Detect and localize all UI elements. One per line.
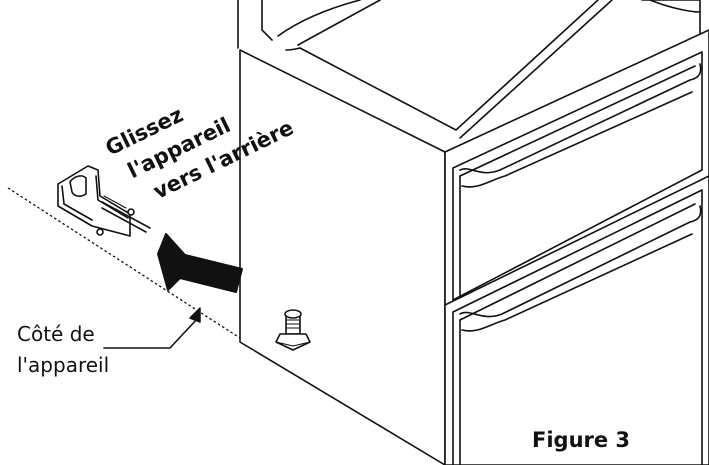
figure-label: Figure 3	[532, 428, 630, 452]
figure-label-plate	[526, 420, 656, 454]
anti-tip-bracket	[57, 165, 151, 237]
leveling-leg	[275, 309, 311, 351]
side-label-line-1: Côté de	[17, 322, 95, 346]
side-guide-line	[7, 187, 241, 339]
push-arrow	[157, 233, 243, 293]
side-label-leader	[103, 307, 201, 349]
range-appliance	[237, 0, 709, 465]
side-label-line-2: l'appareil	[17, 353, 109, 377]
